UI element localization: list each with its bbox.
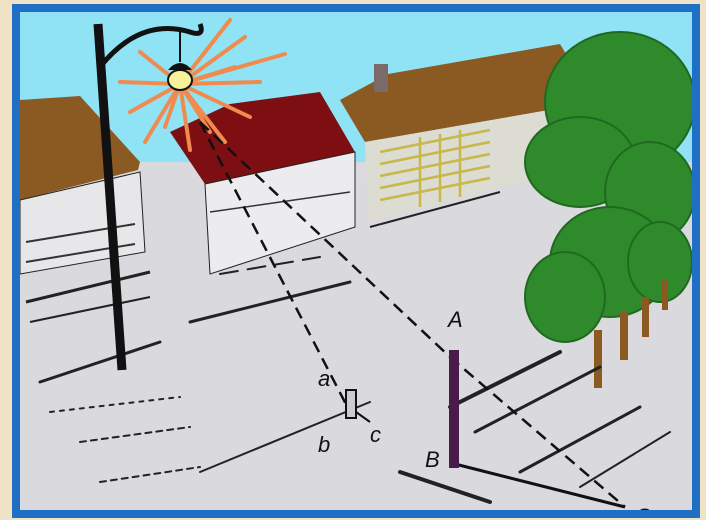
illustration-frame: A B C a b c <box>12 4 700 518</box>
label-a: a <box>318 366 330 391</box>
label-A: A <box>446 307 463 332</box>
label-c: c <box>370 422 381 447</box>
pole-A <box>449 350 459 468</box>
label-b: b <box>318 432 330 457</box>
street-scene: A B C a b c <box>20 12 692 510</box>
label-C: C <box>635 504 651 510</box>
label-B: B <box>425 447 440 472</box>
chimney-icon <box>374 64 388 92</box>
